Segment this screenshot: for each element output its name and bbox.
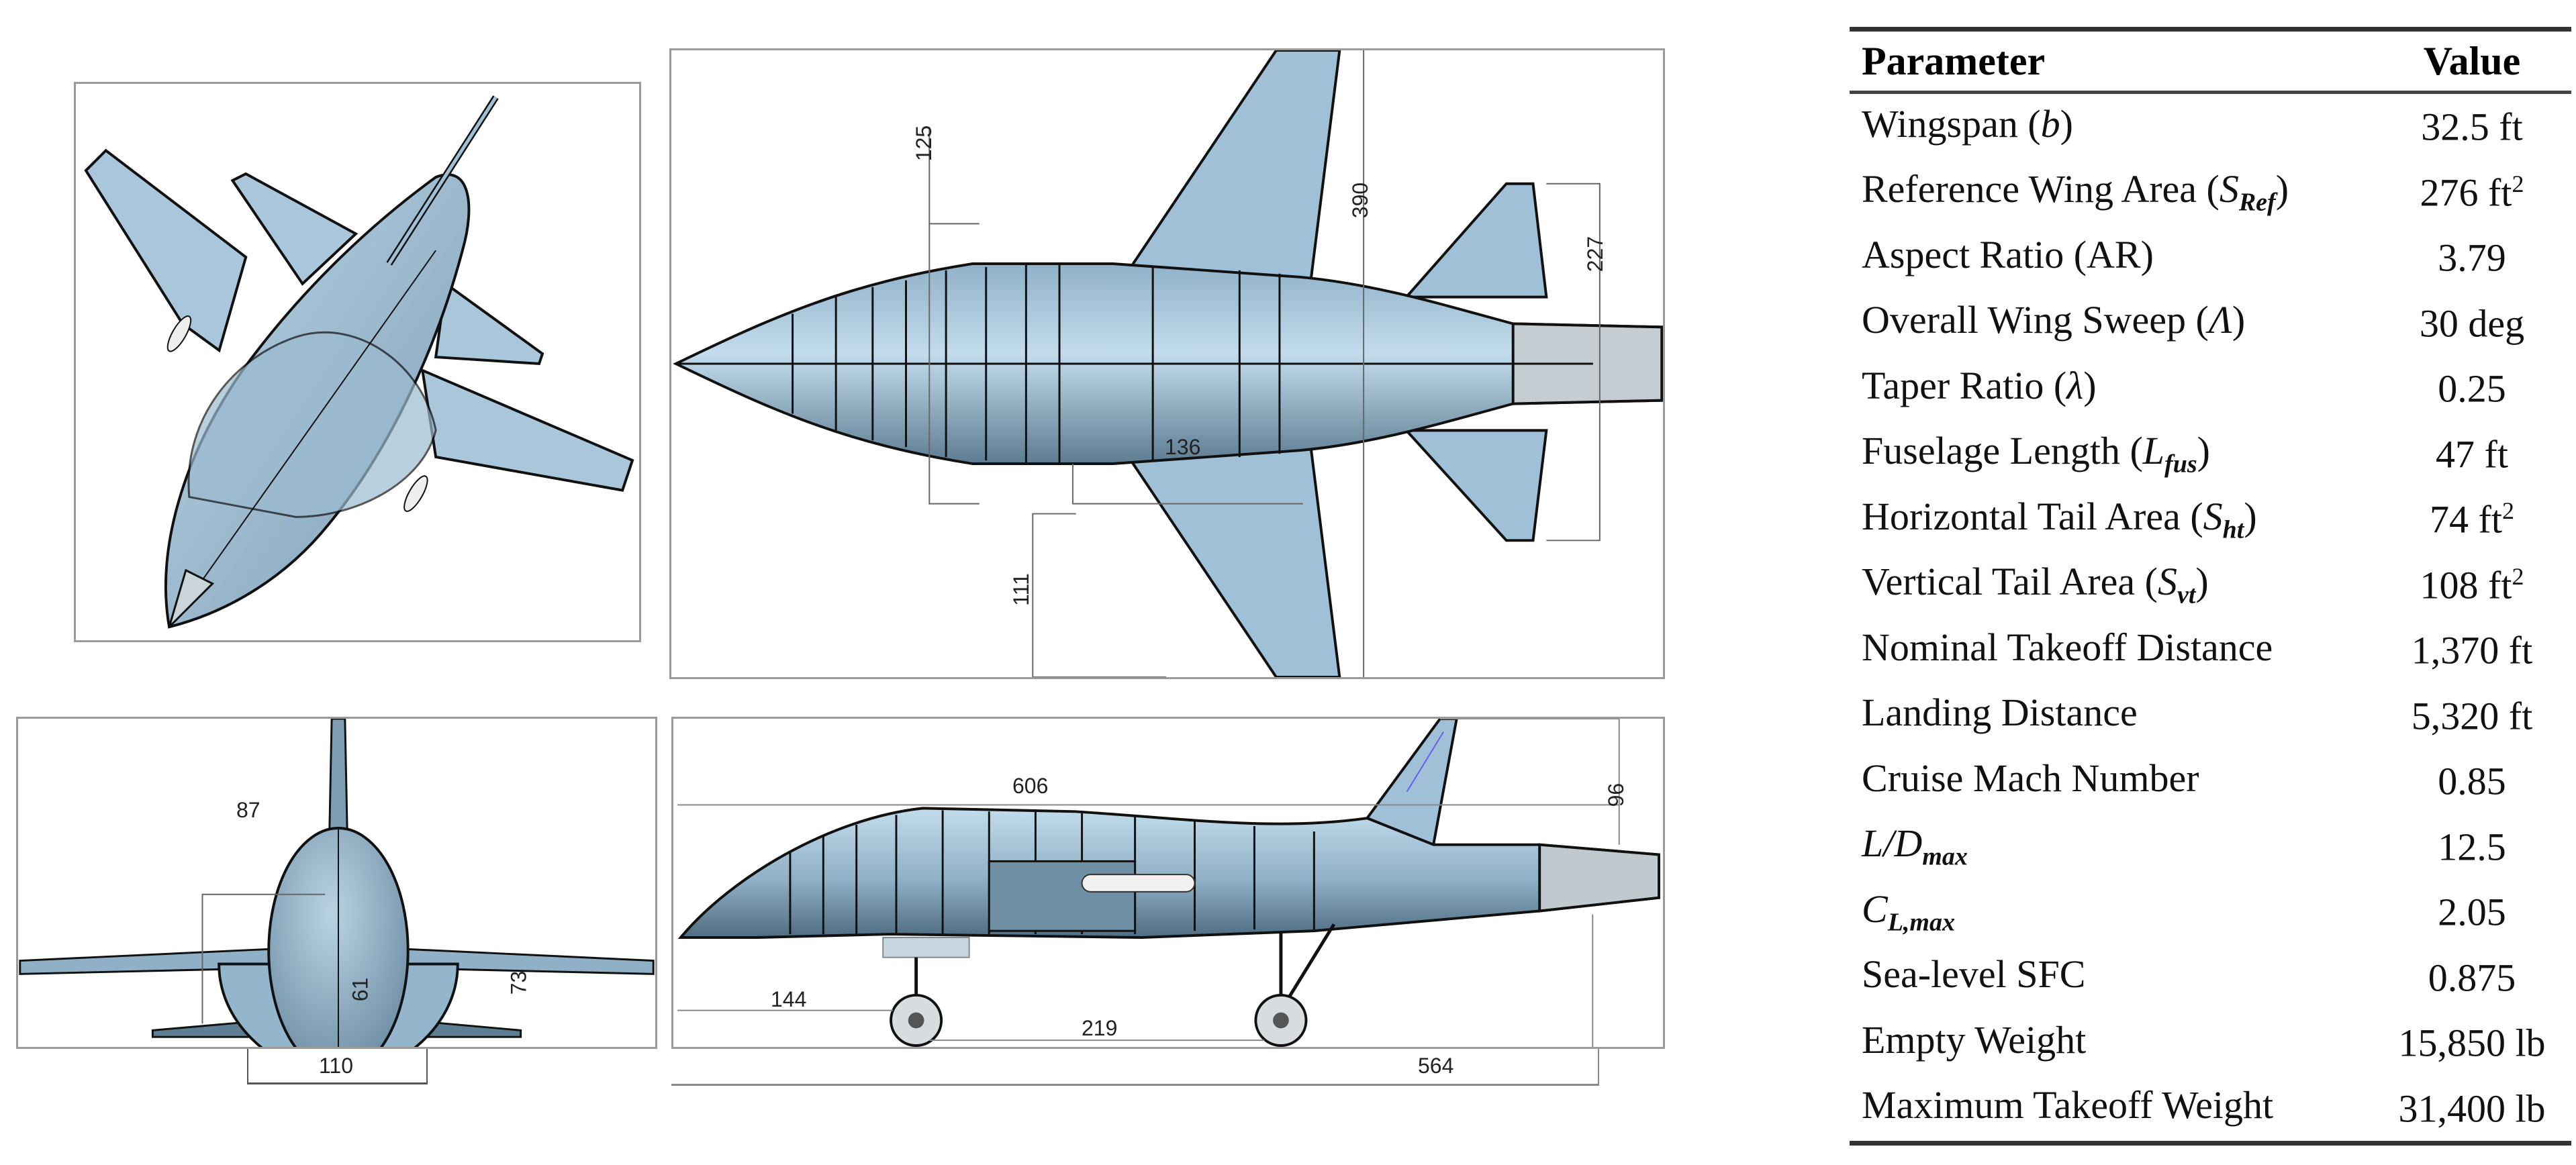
table-row: Fuselage Length (Lfus)47 ft <box>1862 429 2508 479</box>
dim-label-87: 87 <box>236 798 260 822</box>
header-parameter: Parameter <box>1862 38 2046 83</box>
table-header-rule <box>1850 91 2571 94</box>
aircraft-front-drawing <box>19 719 655 1047</box>
aircraft-side-drawing <box>677 719 1661 1047</box>
table-row: Aspect Ratio (AR)3.79 <box>1862 232 2506 280</box>
table-body: Wingspan (b)32.5 ft Reference Wing Area … <box>1850 94 2571 1141</box>
top-view-panel: 125 390 227 136 111 <box>669 48 1665 679</box>
aircraft-isometric-drawing <box>84 95 634 629</box>
table-row: Taper Ratio (λ)0.25 <box>1862 363 2506 411</box>
parameter-table: Parameter Value Wingspan (b)32.5 ft Refe… <box>1850 27 2571 1146</box>
dim-label-144: 144 <box>771 987 807 1011</box>
side-view-panel: 606 96 144 219 <box>671 717 1665 1049</box>
isometric-view-panel <box>74 82 641 642</box>
dim-label-96: 96 <box>1603 782 1628 807</box>
table-row: Overall Wing Sweep (Λ)30 deg <box>1862 298 2525 345</box>
table-row: Reference Wing Area (SRef)276 ft2 <box>1862 167 2524 217</box>
table-top-rule <box>1850 27 2571 32</box>
dim-label-125: 125 <box>912 125 937 162</box>
table-row: Vertical Tail Area (Svt)108 ft2 <box>1862 560 2524 610</box>
dim-label-606: 606 <box>1012 774 1049 798</box>
dim-line-110 <box>247 1049 428 1084</box>
dim-label-111: 111 <box>1008 573 1033 606</box>
dim-label-227: 227 <box>1583 236 1608 272</box>
dim-label-73: 73 <box>506 970 531 995</box>
dim-label-61: 61 <box>348 977 373 1002</box>
dim-label-136: 136 <box>1165 435 1201 459</box>
table-row: Wingspan (b)32.5 ft <box>1862 101 2523 149</box>
table-bottom-rule <box>1850 1141 2571 1146</box>
dim-label-219: 219 <box>1082 1016 1118 1040</box>
table-header-row: Parameter Value <box>1850 32 2571 91</box>
dim-label-564: 564 <box>1418 1054 1454 1078</box>
front-view-panel: 87 61 73 <box>16 717 657 1049</box>
dim-line-564 <box>671 1049 1599 1086</box>
dim-label-110: 110 <box>319 1054 354 1078</box>
header-value: Value <box>2423 38 2521 83</box>
dim-label-390: 390 <box>1348 182 1373 219</box>
aircraft-top-drawing <box>673 50 1663 677</box>
table-row: Horizontal Tail Area (Sht)74 ft2 <box>1862 494 2514 544</box>
